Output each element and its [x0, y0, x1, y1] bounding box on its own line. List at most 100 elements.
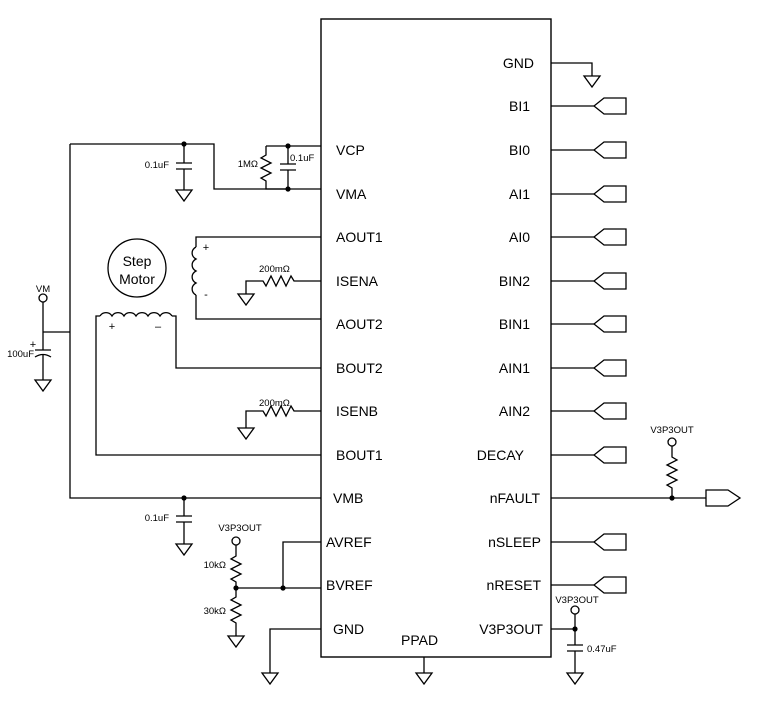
pin-vcp-label: VCP: [336, 142, 365, 158]
coil-a-minus: -: [204, 289, 208, 301]
capacitor-icon: [176, 515, 192, 523]
capacitor-icon: [34, 349, 52, 358]
pin-gnd-right-label: GND: [503, 55, 534, 71]
ground-icon: [582, 75, 602, 89]
input-port-icon: [592, 533, 627, 551]
isenb-wire: [245, 404, 321, 428]
cap-vm-value: 100uF: [7, 349, 34, 360]
res-isena-value: 200mΩ: [259, 264, 290, 275]
left-pin-labels: VCP VMA AOUT1 ISENA AOUT2 BOUT2 ISENB BO…: [326, 142, 383, 637]
ground-icon: [414, 672, 434, 686]
cap-vma-value: 0.1uF: [290, 153, 314, 164]
vm-top-bus: [70, 143, 321, 190]
ground-icon: [236, 427, 256, 441]
vref-wire: [236, 541, 321, 589]
pin-ai0-label: AI0: [509, 229, 530, 245]
pin-nfault-label: nFAULT: [490, 490, 541, 506]
pin-bin2-label: BIN2: [499, 273, 530, 289]
aout2-wire: [195, 295, 321, 320]
res-vcp-value: 1MΩ: [238, 159, 258, 170]
coil-b-minus: –: [155, 321, 162, 333]
pin-gnd-left-label: GND: [333, 621, 364, 637]
ground-icon: [260, 672, 280, 686]
bout2-wire: [172, 315, 321, 369]
ic-body: [320, 18, 552, 658]
v3p3out-supply-label: V3P3OUT: [555, 595, 598, 606]
ground-icon: [565, 672, 585, 686]
input-port-icon: [592, 315, 627, 333]
capacitor-icon: [567, 644, 583, 652]
input-port-icon: [592, 446, 627, 464]
pin-bvref-label: BVREF: [326, 577, 373, 593]
right-input-connectors: [551, 97, 627, 594]
vref-top-resistor: [229, 545, 243, 588]
supply-terminal-icon: [667, 437, 677, 447]
pin-vmb-label: VMB: [333, 490, 363, 506]
cap-vmb-value: 0.1uF: [145, 513, 169, 524]
pin-ai1-label: AI1: [509, 186, 530, 202]
vcp-resistor: [259, 146, 288, 190]
ground-icon: [236, 293, 256, 307]
input-port-icon: [592, 185, 627, 203]
gnd-left-wire: [269, 628, 321, 673]
isena-wire: [245, 274, 321, 294]
pin-ain1-label: AIN1: [499, 360, 530, 376]
ground-icon: [174, 543, 194, 557]
output-port-icon: [705, 489, 742, 507]
bout1-wire: [95, 315, 321, 456]
pin-isena-label: ISENA: [336, 273, 379, 289]
nfault-pullup-resistor: [665, 446, 679, 498]
supply-terminal-icon: [38, 293, 48, 303]
junction-dot: [280, 585, 286, 591]
pin-v3p3out-label: V3P3OUT: [479, 621, 543, 637]
ground-icon: [33, 379, 53, 393]
res-vref-top-value: 10kΩ: [204, 560, 226, 571]
pin-aout2-label: AOUT2: [336, 316, 383, 332]
input-port-icon: [592, 272, 627, 290]
cap-vcp-value: 0.1uF: [145, 160, 169, 171]
input-port-icon: [592, 576, 627, 594]
coil-a-winding: [191, 246, 198, 296]
capacitor-icon: [280, 163, 296, 171]
pin-vma-label: VMA: [336, 186, 367, 202]
cap-v3p3-value: 0.47uF: [587, 644, 617, 655]
pin-bin1-label: BIN1: [499, 316, 530, 332]
gnd-right-wire: [551, 62, 593, 76]
coil-a-plus: +: [203, 242, 209, 254]
vref-supply-label: V3P3OUT: [218, 523, 261, 534]
coil-b-plus: +: [109, 321, 115, 333]
vm-bus: [69, 144, 321, 499]
pin-isenb-label: ISENB: [336, 403, 378, 419]
pin-bi1-label: BI1: [509, 98, 530, 114]
capacitor-icon: [176, 162, 192, 170]
supply-terminal-icon: [231, 536, 241, 546]
vref-bottom-resistor: [229, 588, 243, 636]
coil-b-winding: [99, 312, 173, 318]
input-port-icon: [592, 228, 627, 246]
pin-ain2-label: AIN2: [499, 403, 530, 419]
pin-nsleep-label: nSLEEP: [488, 534, 541, 550]
motor-line1: Step: [123, 253, 152, 269]
pin-aout1-label: AOUT1: [336, 229, 383, 245]
step-motor-icon: [107, 238, 167, 298]
input-port-icon: [592, 359, 627, 377]
input-port-icon: [592, 402, 627, 420]
cap-polarity-plus: +: [30, 339, 36, 351]
res-isenb-value: 200mΩ: [259, 398, 290, 409]
pin-bout1-label: BOUT1: [336, 447, 383, 463]
pin-bout2-label: BOUT2: [336, 360, 383, 376]
res-vref-bottom-value: 30kΩ: [204, 606, 226, 617]
ppad-label: PPAD: [401, 632, 438, 648]
nfault-pullup-supply-label: V3P3OUT: [650, 425, 693, 436]
ground-icon: [174, 189, 194, 203]
pin-avref-label: AVREF: [326, 534, 372, 550]
pin-bi0-label: BI0: [509, 142, 530, 158]
input-port-icon: [592, 97, 627, 115]
motor-line2: Motor: [119, 271, 155, 287]
ground-icon: [226, 635, 246, 649]
input-port-icon: [592, 141, 627, 159]
supply-terminal-icon: [570, 605, 580, 615]
aout1-wire: [195, 236, 321, 247]
pin-decay-label: DECAY: [477, 447, 525, 463]
